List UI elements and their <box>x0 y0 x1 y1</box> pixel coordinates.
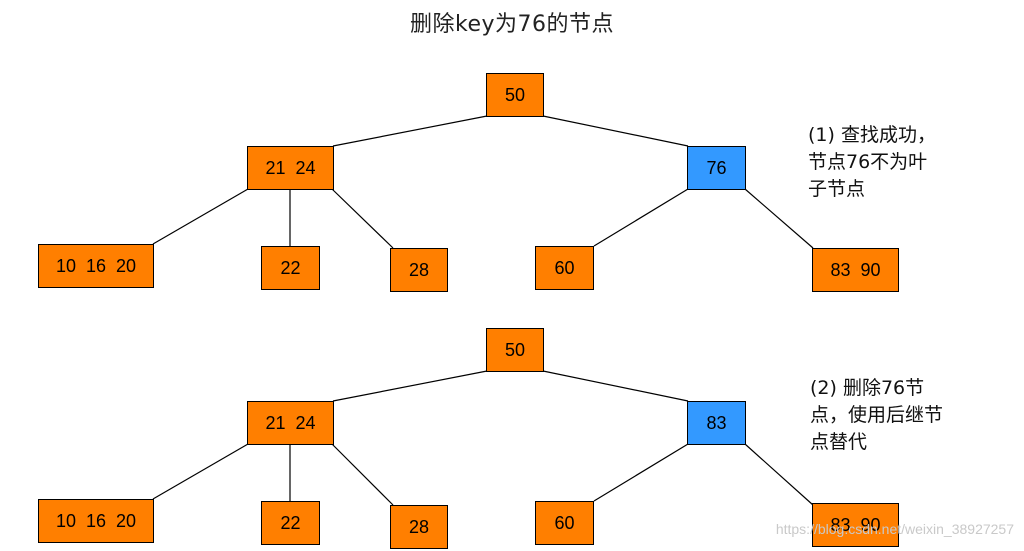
tree2-leaf-lm: 22 <box>261 501 320 545</box>
tree2-leaf-lr: 28 <box>390 505 448 549</box>
tree2-note-line: 点替代 <box>810 431 868 453</box>
tree1-right-node-highlight: 76 <box>687 146 746 190</box>
tree1-leaf-lr: 28 <box>390 248 448 292</box>
tree1-leaf-lm: 22 <box>261 246 320 290</box>
edge-root-left-2 <box>332 370 488 402</box>
tree2-left-node: 21 24 <box>247 401 334 445</box>
watermark: https://blog.csdn.net/weixin_38927257 <box>775 521 1014 537</box>
edge-left-ll-1 <box>152 188 249 245</box>
edge-root-right-2 <box>542 370 689 402</box>
edge-right-rl-1 <box>593 188 689 247</box>
edge-left-lr-1 <box>331 188 394 249</box>
edge-right-rr-2 <box>744 443 814 506</box>
edge-root-right-1 <box>542 115 689 147</box>
edge-left-lr-2 <box>331 443 394 506</box>
edge-left-ll-2 <box>152 443 249 500</box>
tree1-note-line: 子节点 <box>808 178 866 200</box>
tree1-leaf-ll: 10 16 20 <box>38 244 154 288</box>
edge-right-rr-1 <box>744 188 814 249</box>
tree2-leaf-rl: 60 <box>535 501 594 545</box>
tree2-leaf-ll: 10 16 20 <box>38 499 154 543</box>
tree1-note-line: (1) 查找成功， <box>808 124 936 146</box>
tree1-note: (1) 查找成功， 节点76不为叶 子节点 <box>808 122 936 203</box>
tree1-leaf-rr: 83 90 <box>812 248 899 292</box>
tree1-note-line: 节点76不为叶 <box>808 151 928 173</box>
tree2-note-line: 点，使用后继节 <box>810 404 944 426</box>
edge-root-left-1 <box>332 115 488 147</box>
tree2-note: (2) 删除76节 点，使用后继节 点替代 <box>810 375 943 456</box>
tree2-leaf-rr: 83 90 <box>812 503 899 547</box>
tree2-note-line: (2) 删除76节 <box>810 377 925 399</box>
tree2-root-node: 50 <box>486 328 544 372</box>
tree1-root-node: 50 <box>486 73 544 117</box>
edge-right-rl-2 <box>593 443 689 502</box>
tree1-left-node: 21 24 <box>247 146 334 190</box>
tree1-leaf-rl: 60 <box>535 246 594 290</box>
tree2-right-node-highlight: 83 <box>687 401 746 445</box>
diagram-title: 删除key为76的节点 <box>409 12 614 37</box>
